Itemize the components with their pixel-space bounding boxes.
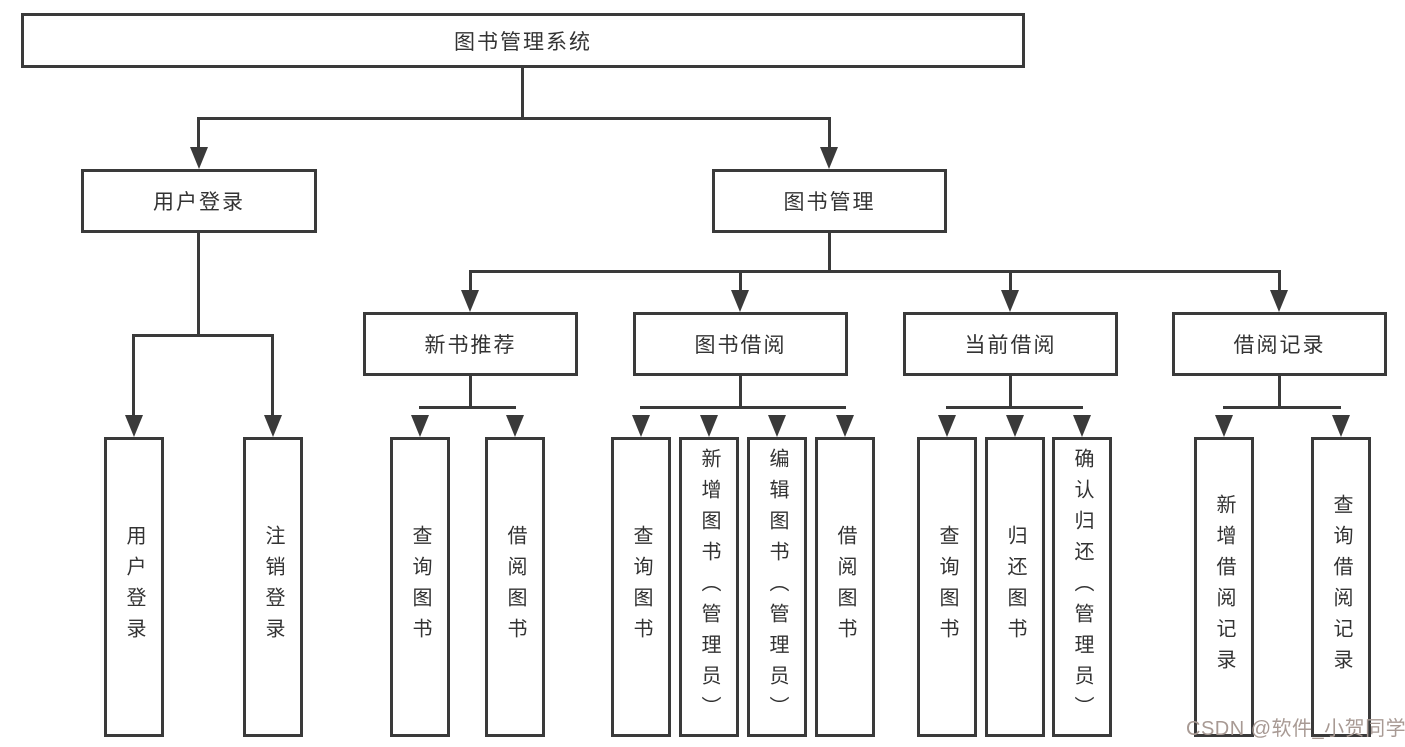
connector-arrow-icon: [820, 147, 838, 169]
leaf-query-books-recommend: 查询图书: [390, 437, 450, 737]
leaf-query-borrow-record: 查询借阅记录: [1311, 437, 1371, 737]
connector-arrow-icon: [1073, 415, 1091, 437]
leaf-borrow-books: 借阅图书: [815, 437, 875, 737]
connector-line: [197, 233, 200, 336]
connector-arrow-icon: [1001, 290, 1019, 312]
connector-arrow-icon: [1332, 415, 1350, 437]
connector-line: [469, 270, 472, 300]
leaf-return-books: 归还图书: [985, 437, 1045, 737]
connector-line: [1278, 376, 1281, 408]
connector-arrow-icon: [125, 415, 143, 437]
connector-line: [1009, 270, 1012, 300]
node-book-borrowing: 图书借阅: [633, 312, 848, 376]
connector-arrow-icon: [506, 415, 524, 437]
connector-line: [828, 233, 831, 273]
connector-arrow-icon: [700, 415, 718, 437]
connector-arrow-icon: [190, 147, 208, 169]
connector-arrow-icon: [768, 415, 786, 437]
connector-arrow-icon: [731, 290, 749, 312]
connector-arrow-icon: [264, 415, 282, 437]
leaf-logout: 注销登录: [243, 437, 303, 737]
connector-arrow-icon: [938, 415, 956, 437]
connector-arrow-icon: [1270, 290, 1288, 312]
connector-line: [1009, 376, 1012, 408]
connector-line: [828, 117, 831, 159]
connector-line: [946, 406, 1083, 409]
connector-arrow-icon: [632, 415, 650, 437]
connector-line: [419, 406, 516, 409]
connector-line: [640, 406, 846, 409]
leaf-add-borrow-record: 新增借阅记录: [1194, 437, 1254, 737]
leaf-user-login: 用户登录: [104, 437, 164, 737]
node-new-book-recommend: 新书推荐: [363, 312, 578, 376]
connector-line: [739, 376, 742, 408]
connector-arrow-icon: [836, 415, 854, 437]
connector-line: [132, 334, 135, 424]
leaf-query-books-borrow: 查询图书: [611, 437, 671, 737]
node-borrowing-records: 借阅记录: [1172, 312, 1387, 376]
connector-line: [739, 270, 742, 300]
connector-line: [1278, 270, 1281, 300]
node-user-login: 用户登录: [81, 169, 317, 233]
connector-arrow-icon: [1215, 415, 1233, 437]
connector-arrow-icon: [1006, 415, 1024, 437]
connector-line: [197, 117, 200, 159]
connector-line: [469, 376, 472, 408]
connector-line: [521, 68, 524, 118]
node-current-borrowing: 当前借阅: [903, 312, 1118, 376]
connector-line: [198, 117, 831, 120]
connector-line: [1223, 406, 1341, 409]
leaf-edit-books-admin: 编辑图书（管理员）: [747, 437, 807, 737]
connector-arrow-icon: [411, 415, 429, 437]
connector-line: [133, 334, 274, 337]
leaf-add-books-admin: 新增图书（管理员）: [679, 437, 739, 737]
leaf-query-books-current: 查询图书: [917, 437, 977, 737]
connector-line: [469, 270, 1280, 273]
leaf-borrow-books-recommend: 借阅图书: [485, 437, 545, 737]
leaf-confirm-return-admin: 确认归还（管理员）: [1052, 437, 1112, 737]
connector-arrow-icon: [461, 290, 479, 312]
connector-line: [271, 334, 274, 424]
node-book-management: 图书管理: [712, 169, 947, 233]
node-library-system: 图书管理系统: [21, 13, 1025, 68]
csdn-watermark: CSDN @软件_小贺同学: [1186, 718, 1405, 740]
